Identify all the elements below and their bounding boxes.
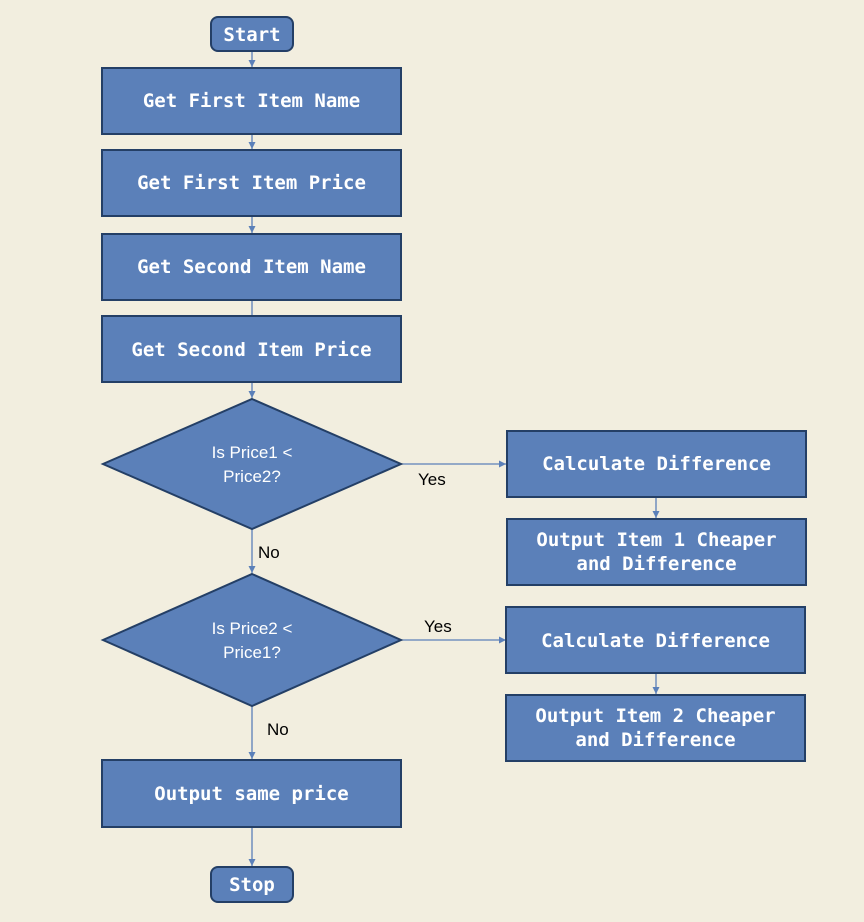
process-get-second-item-price-label: Get Second Item Price — [131, 339, 371, 361]
output-same-price: Output same price — [101, 759, 402, 828]
decision1-label-line1: Is Price1 < — [212, 443, 293, 462]
decision-price2-less-than-price1: Is Price2 < Price1? — [100, 572, 404, 708]
decision-price1-less-than-price2: Is Price1 < Price2? — [100, 397, 404, 531]
calc1-label: Calculate Difference — [542, 453, 771, 475]
output1-label-line2: and Difference — [576, 553, 736, 575]
process-get-first-item-name: Get First Item Name — [101, 67, 402, 135]
decision1-yes-label: Yes — [418, 470, 446, 489]
process-get-first-item-price-label: Get First Item Price — [137, 172, 366, 194]
decision2-label-line2: Price1? — [223, 643, 281, 662]
process-get-second-item-price: Get Second Item Price — [101, 315, 402, 383]
connectors — [248, 51, 660, 866]
output1-label-line1: Output Item 1 Cheaper — [536, 529, 776, 551]
process-calculate-difference-2: Calculate Difference — [505, 606, 806, 674]
decision1-label-line2: Price2? — [223, 467, 281, 486]
process-get-second-item-name-label: Get Second Item Name — [137, 256, 366, 278]
process-calculate-difference-1: Calculate Difference — [506, 430, 807, 498]
process-get-first-item-price: Get First Item Price — [101, 149, 402, 217]
start-label: Start — [223, 24, 280, 46]
stop-label: Stop — [229, 874, 275, 896]
decision2-label-line1: Is Price2 < — [212, 619, 293, 638]
output-same-price-label: Output same price — [154, 783, 348, 805]
process-get-first-item-name-label: Get First Item Name — [143, 90, 360, 112]
start-terminal: Start — [210, 16, 294, 52]
process-get-second-item-name: Get Second Item Name — [101, 233, 402, 301]
stop-terminal: Stop — [210, 866, 294, 903]
output2-label-line2: and Difference — [575, 729, 735, 751]
decision1-no-label: No — [258, 543, 280, 562]
calc2-label: Calculate Difference — [541, 630, 770, 652]
output2-label-line1: Output Item 2 Cheaper — [535, 705, 775, 727]
output-item2-cheaper: Output Item 2 Cheaper and Difference — [505, 694, 806, 762]
decision2-yes-label: Yes — [424, 617, 452, 636]
output-item1-cheaper: Output Item 1 Cheaper and Difference — [506, 518, 807, 586]
decision2-no-label: No — [267, 720, 289, 739]
